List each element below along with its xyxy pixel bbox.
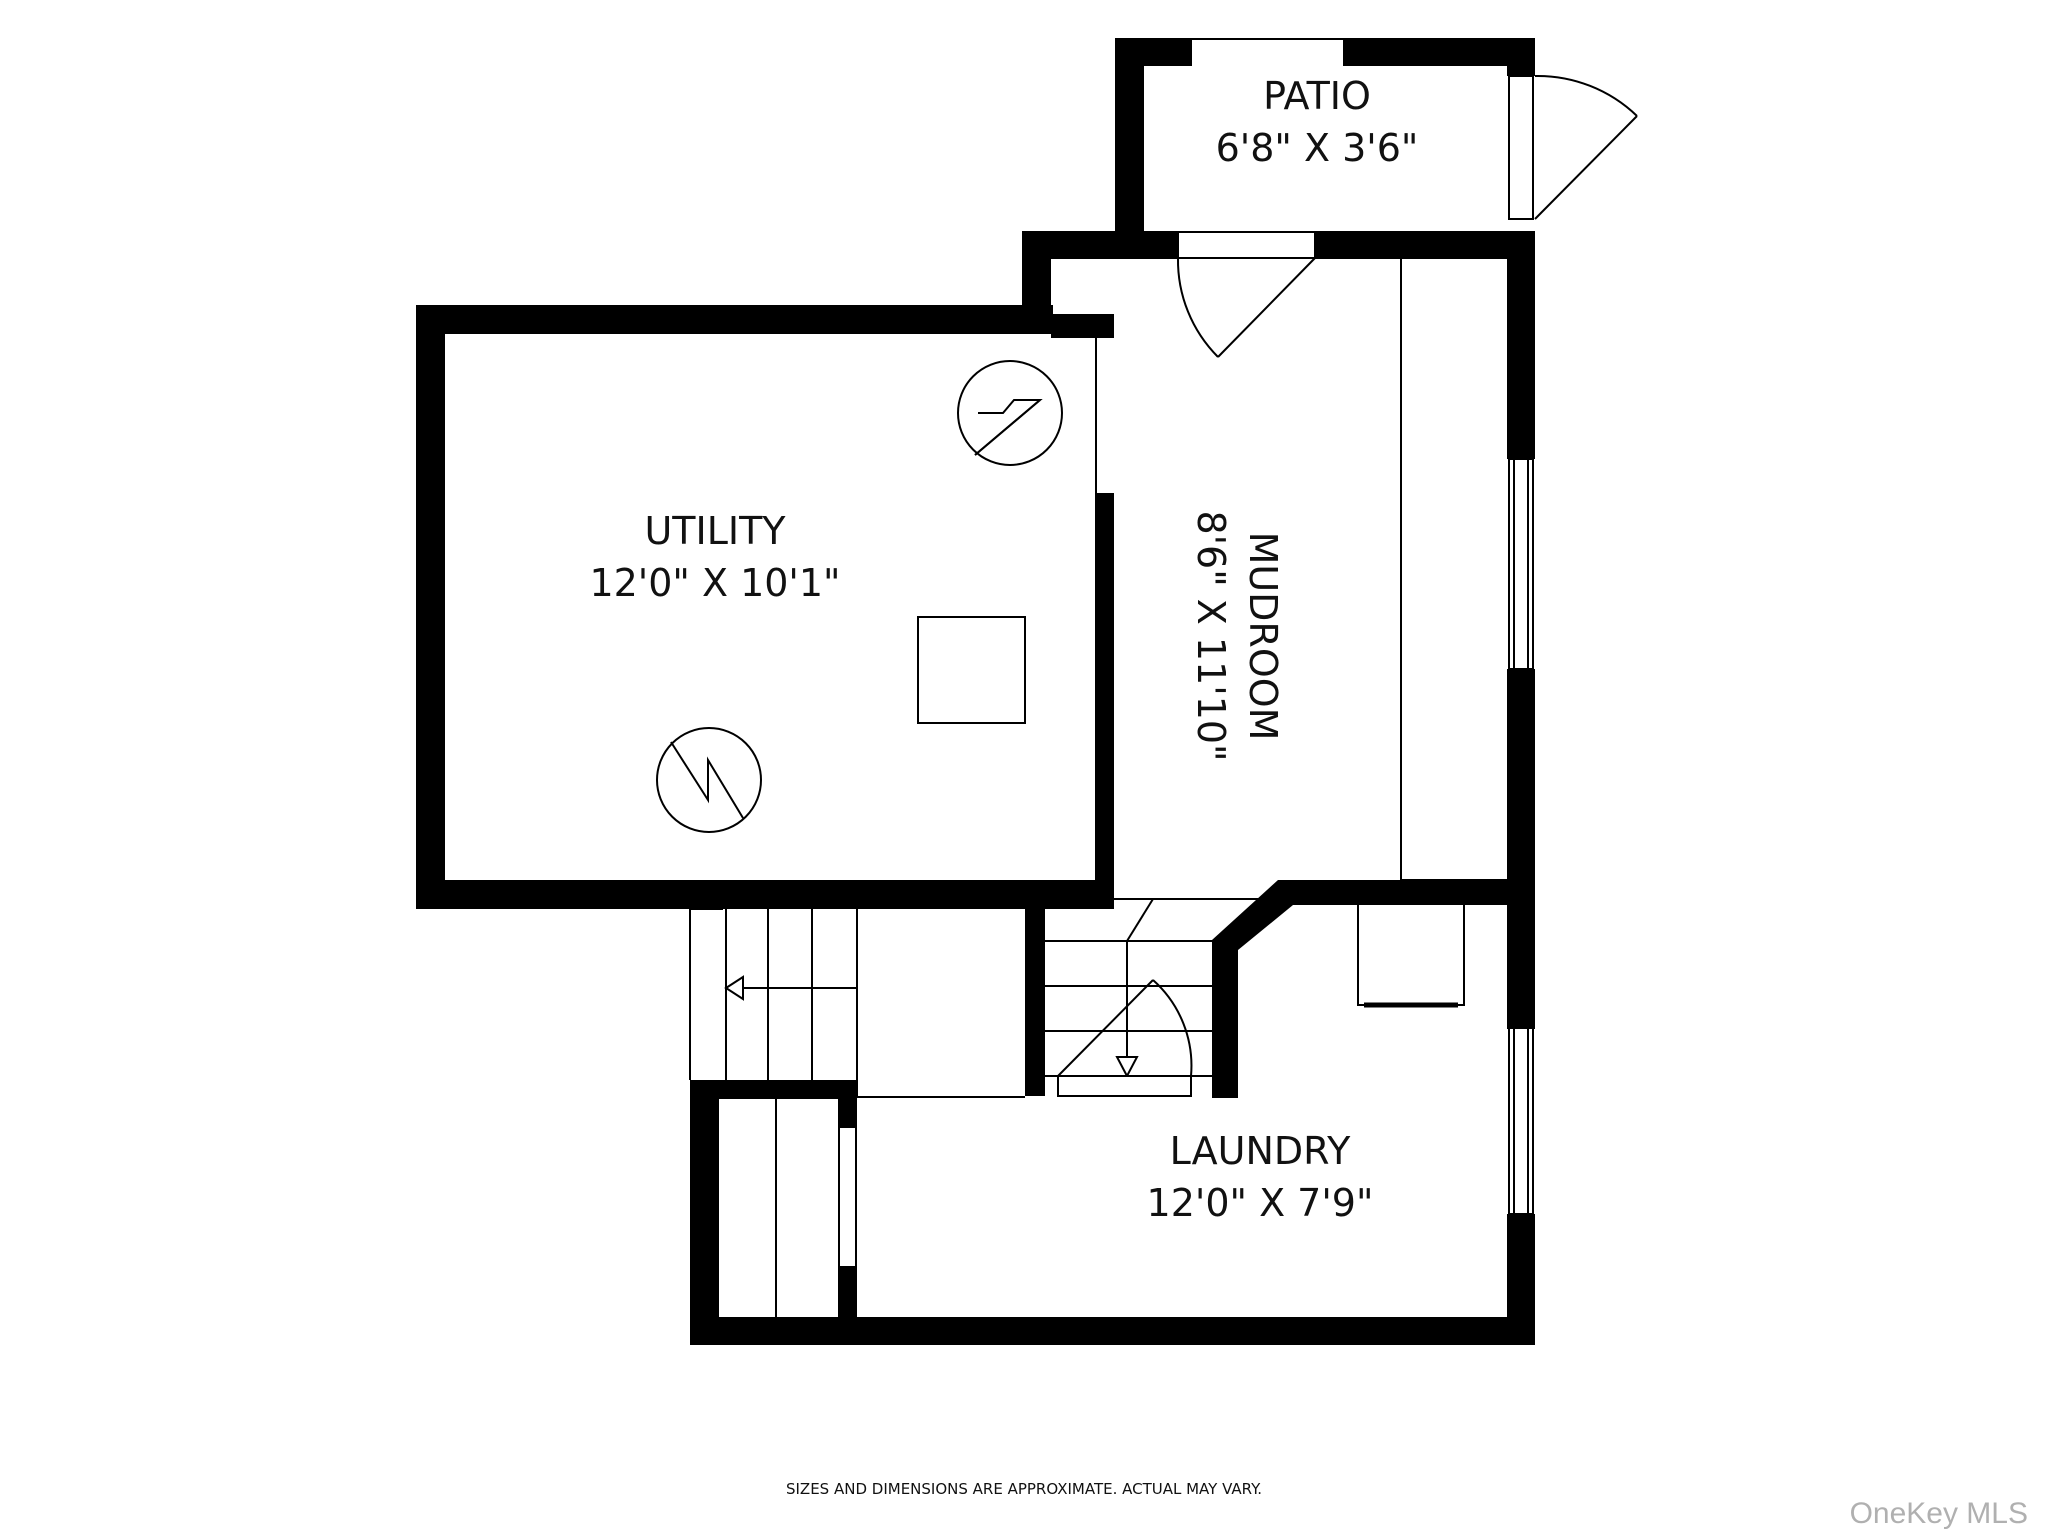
- room-dims: 6'8" X 3'6": [1215, 126, 1419, 170]
- patio-walls: [1115, 38, 1638, 233]
- furnace-icon: [656, 727, 762, 833]
- room-name: MUDROOM: [1241, 531, 1285, 741]
- water-heater-icon: [957, 360, 1063, 466]
- room-label-patio: PATIO 6'8" X 3'6": [1212, 70, 1422, 174]
- stairs-down: [1025, 898, 1212, 1097]
- mudroom-walls: [1114, 231, 1535, 1098]
- disclaimer-text: SIZES AND DIMENSIONS ARE APPROXIMATE. AC…: [785, 1480, 1262, 1498]
- room-label-laundry: LAUNDRY 12'0" X 7'9": [1120, 1125, 1400, 1229]
- room-label-utility: UTILITY 12'0" X 10'1": [560, 505, 870, 609]
- mudroom-top-wall: [1022, 231, 1535, 358]
- watermark-logo: OneKey MLS: [1849, 1497, 2028, 1530]
- laundry-walls: [690, 898, 1535, 1345]
- room-dims: 12'0" X 7'9": [1146, 1181, 1374, 1225]
- room-name: PATIO: [1263, 74, 1371, 118]
- room-name: LAUNDRY: [1169, 1129, 1351, 1173]
- room-dims: 12'0" X 10'1": [589, 561, 841, 605]
- utility-walls: [416, 305, 1114, 909]
- room-name: UTILITY: [644, 509, 786, 553]
- utility-box: [917, 616, 1026, 724]
- room-label-mudroom: MUDROOM 8'6" X 11'10": [1185, 506, 1289, 766]
- stairs-up: [689, 898, 858, 1096]
- room-dims: 8'6" X 11'10": [1189, 510, 1233, 762]
